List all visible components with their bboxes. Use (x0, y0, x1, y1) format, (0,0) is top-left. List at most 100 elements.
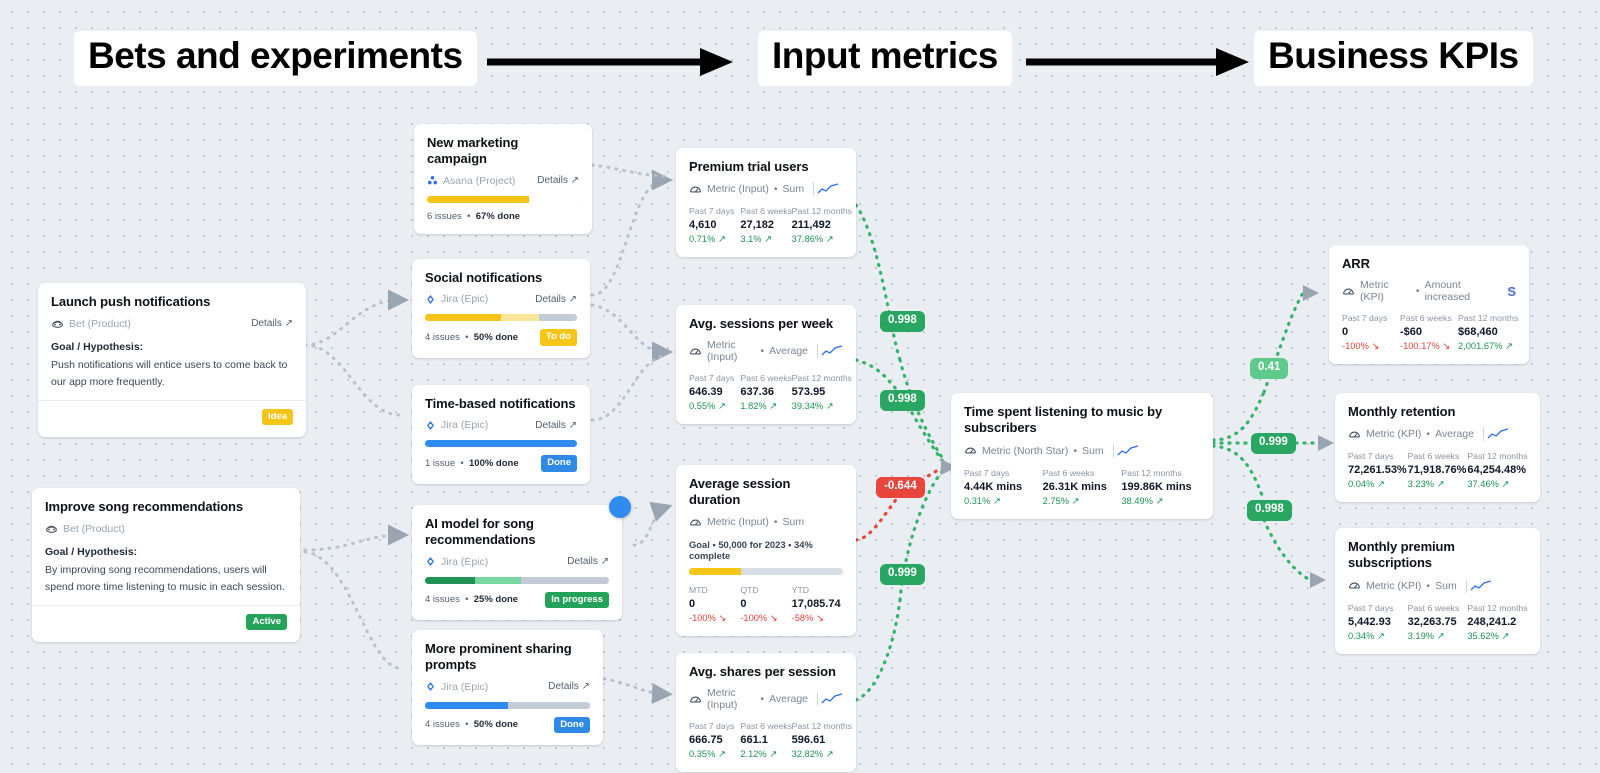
metric-sep: • (773, 516, 778, 528)
work-details-link[interactable]: Details ↗ (548, 681, 590, 692)
metric-agg: Sum (1435, 579, 1457, 592)
metric-type: Metric (Input) (707, 516, 769, 528)
bet-meta: Bet (Product) Details ↗ (51, 317, 293, 330)
metric-title: Monthly retention (1348, 404, 1456, 419)
work-issues: 6 issues (427, 210, 462, 222)
metric-type: Metric (North Star) (982, 444, 1069, 457)
correlation-badge[interactable]: 0.998 (880, 311, 925, 332)
sparkline-icon[interactable] (813, 182, 839, 197)
metric-title: Avg. shares per session (689, 664, 836, 679)
correlation-badge[interactable]: -0.644 (876, 477, 925, 498)
goal-text: Push notifications will entice users to … (51, 359, 288, 388)
work-meta: Jira (Epic) Details ↗ (425, 419, 577, 431)
correlation-badge[interactable]: 0.999 (880, 564, 925, 585)
sparkline-icon[interactable] (1112, 443, 1139, 458)
bet-card-launch-push-notifications[interactable]: Launch push notifications Bet (Product) … (38, 283, 306, 438)
work-card-ai-model-song-recommendations[interactable]: AI model for song recommendations Jira (… (412, 505, 622, 620)
bet-details-link[interactable]: Details ↗ (251, 318, 293, 330)
work-issues: 4 issues (425, 594, 460, 606)
metric-sep: • (1073, 444, 1078, 457)
metric-type: Metric (Input) (707, 687, 738, 712)
work-details-link[interactable]: Details ↗ (535, 293, 577, 305)
work-title: New marketing campaign (427, 135, 519, 167)
work-meta: Jira (Epic) Details ↗ (425, 556, 609, 568)
progress-bar (425, 576, 609, 584)
divider (32, 604, 300, 606)
sparkline-icon[interactable] (1465, 578, 1492, 593)
bet-title: Launch push notifications (51, 294, 211, 309)
metric-type: Metric (Input) (707, 339, 738, 364)
metric-type: Metric (KPI) (1360, 279, 1389, 304)
work-card-more-prominent-sharing-prompts[interactable]: More prominent sharing prompts Jira (Epi… (412, 630, 603, 745)
metric-card-premium-trial-users[interactable]: Premium trial users Metric (Input) • Sum… (676, 148, 856, 258)
metric-card-arr[interactable]: ARR Metric (KPI) • Amount increased S Pa… (1329, 245, 1529, 365)
metric-meta: Metric (Input) • Average (689, 687, 843, 711)
metric-title: ARR (1342, 256, 1370, 271)
metric-sep: • (773, 183, 778, 196)
metric-sep: • (760, 693, 765, 706)
sparkline-icon[interactable] (1483, 427, 1509, 442)
work-issues: 4 issues (425, 719, 460, 731)
work-title: Time-based notifications (425, 396, 576, 411)
banner-business-kpis: Business KPIs (1254, 31, 1533, 86)
metric-meta: Metric (Input) • Sum (689, 516, 843, 529)
jira-icon (425, 294, 436, 305)
metric-gauge-icon (1348, 579, 1361, 592)
correlation-badge[interactable]: 0.998 (1247, 500, 1292, 521)
metric-gauge-icon (964, 444, 977, 457)
work-details-link[interactable]: Details ↗ (537, 175, 579, 186)
metric-card-monthly-premium-subscriptions[interactable]: Monthly premium subscriptions Metric (KP… (1335, 528, 1540, 654)
status-badge: Done (541, 455, 577, 472)
bet-title: Improve song recommendations (45, 499, 244, 514)
metric-gauge-icon (689, 345, 702, 358)
progress-bar (425, 314, 577, 322)
status-badge: Active (246, 613, 287, 631)
metric-agg: Amount increased (1424, 279, 1471, 304)
metric-card-monthly-retention[interactable]: Monthly retention Metric (KPI) • Average… (1335, 393, 1540, 503)
work-footer: 1 issue • 100% done Done (425, 455, 577, 472)
metric-title: Time spent listening to music by subscri… (964, 404, 1163, 436)
jira-icon (425, 681, 436, 692)
bet-card-improve-song-recommendations[interactable]: Improve song recommendations Bet (Produc… (32, 488, 300, 643)
metric-card-avg-shares-per-session[interactable]: Avg. shares per session Metric (Input) •… (676, 653, 856, 773)
correlation-badge[interactable]: 0.998 (880, 390, 925, 411)
banner-bets: Bets and experiments (74, 31, 477, 86)
metric-meta: Metric (KPI) • Amount increased S (1342, 279, 1516, 303)
work-details-link[interactable]: Details ↗ (535, 419, 577, 431)
work-meta: Jira (Epic) Details ↗ (425, 293, 577, 305)
work-details-link[interactable]: Details ↗ (567, 556, 609, 567)
work-card-social-notifications[interactable]: Social notifications Jira (Epic) Details… (412, 259, 590, 358)
sparkline-icon[interactable] (817, 344, 843, 359)
work-card-new-marketing-campaign[interactable]: New marketing campaign Asana (Project) D… (414, 124, 592, 234)
correlation-badge[interactable]: 0.41 (1250, 358, 1289, 379)
correlation-badge[interactable]: 0.999 (1251, 433, 1296, 454)
work-source: Jira (Epic) (441, 419, 489, 432)
status-badge: Done (554, 716, 590, 733)
work-source: Asana (Project) (443, 174, 516, 187)
stripe-icon: S (1507, 283, 1516, 299)
bet-product-icon (45, 522, 58, 535)
metric-card-north-star[interactable]: Time spent listening to music by subscri… (951, 393, 1213, 519)
metric-gauge-icon (689, 183, 702, 196)
sparkline-icon[interactable] (817, 692, 843, 707)
goal-text: By improving song recommendations, users… (45, 564, 285, 593)
metric-card-avg-sessions-per-week[interactable]: Avg. sessions per week Metric (Input) • … (676, 305, 856, 425)
work-meta: Jira (Epic) Details ↗ (425, 681, 590, 693)
work-card-time-based-notifications[interactable]: Time-based notifications Jira (Epic) Det… (412, 385, 590, 484)
metric-sep: • (1426, 428, 1431, 441)
metric-card-average-session-duration[interactable]: Average session duration Metric (Input) … (676, 465, 856, 636)
metric-gauge-icon (1348, 428, 1361, 441)
status-row: Active (45, 613, 287, 631)
